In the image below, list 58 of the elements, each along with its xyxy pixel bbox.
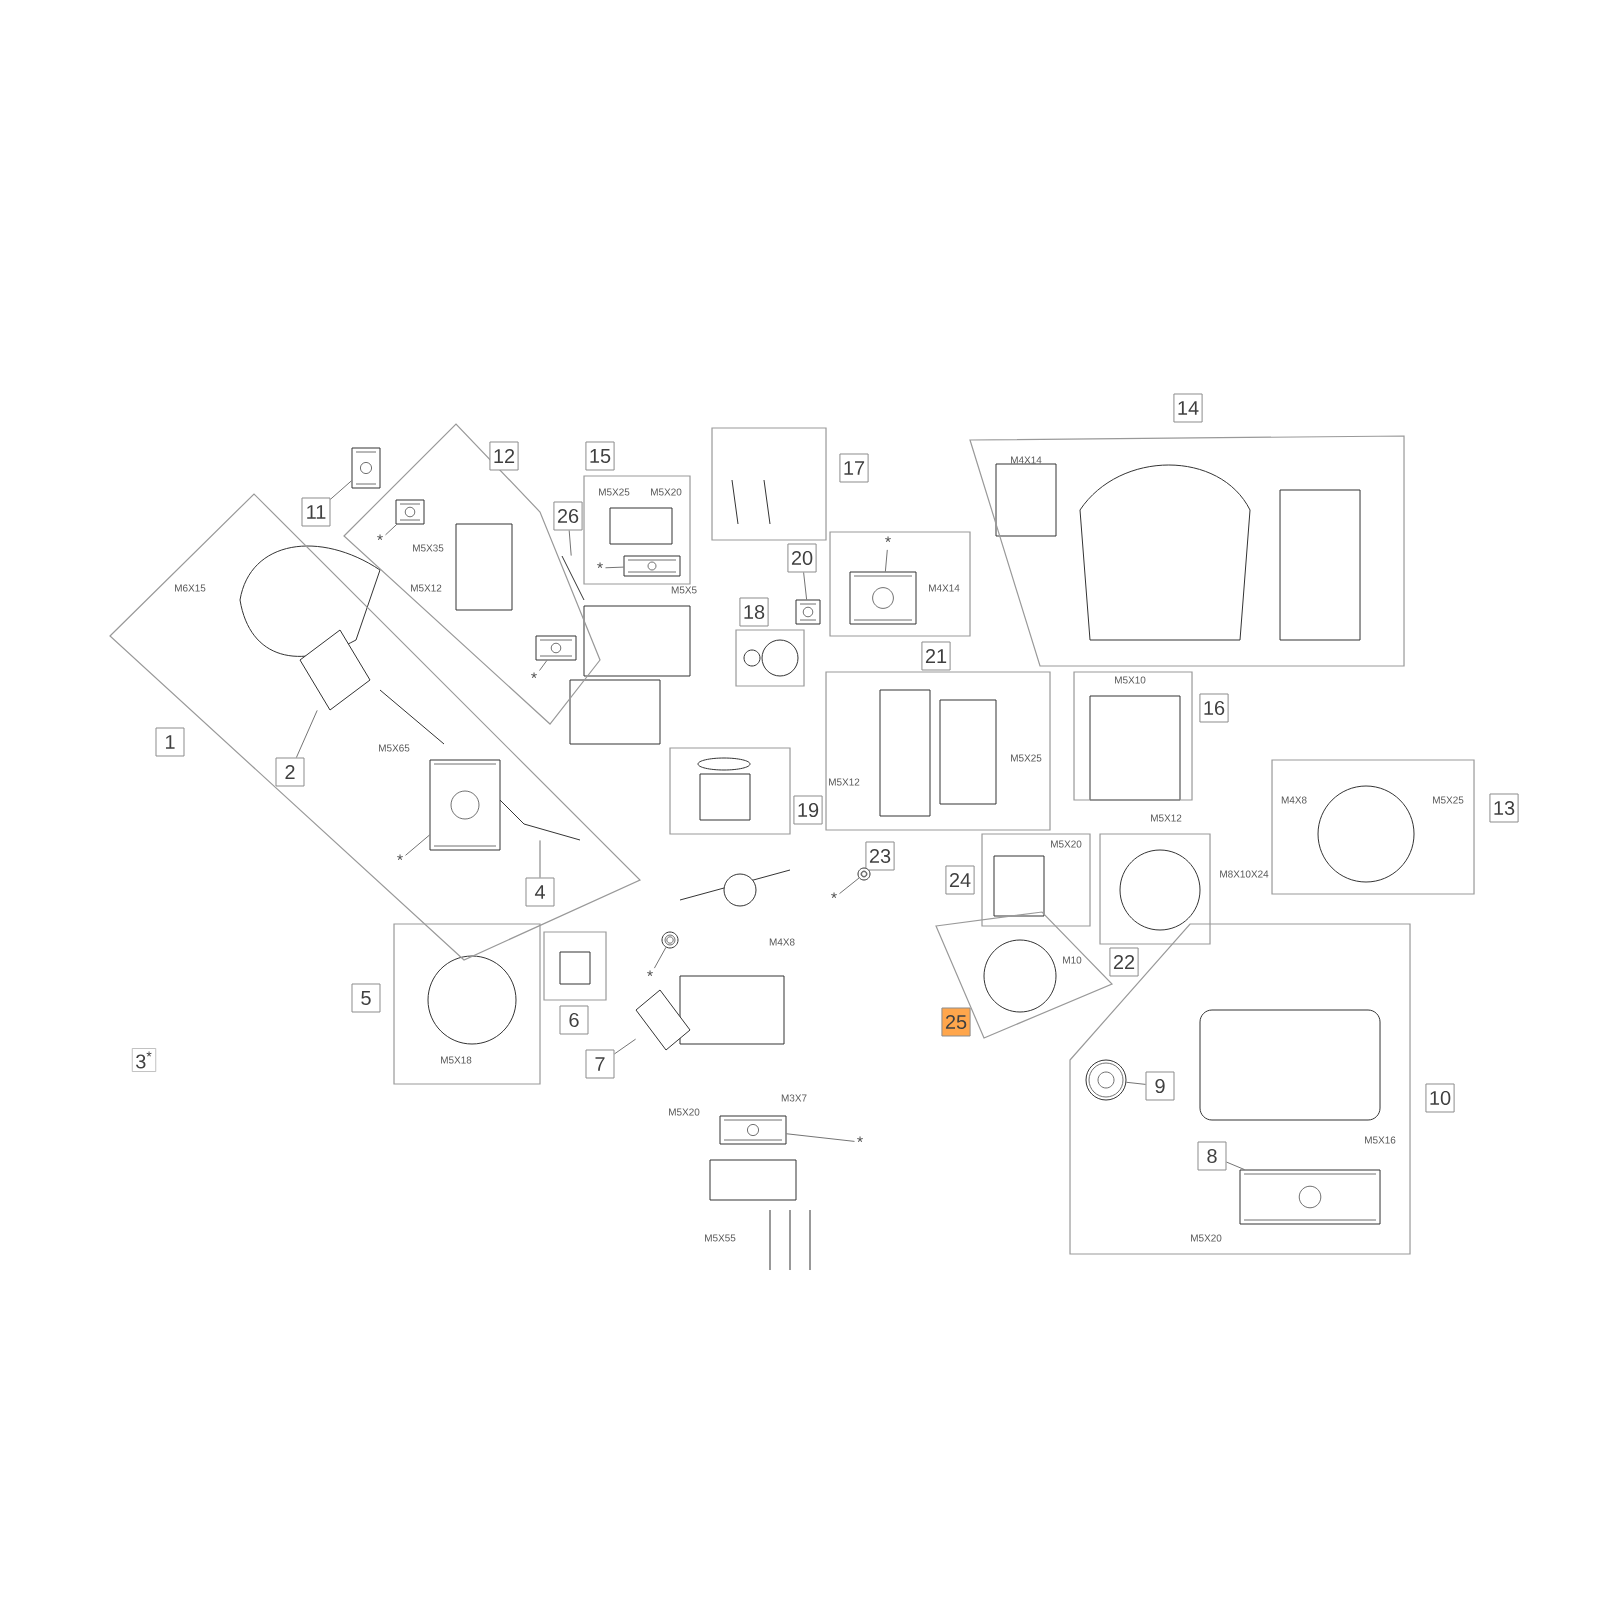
leader-line <box>605 566 625 569</box>
leader-line <box>1125 1081 1146 1085</box>
part-drawing <box>795 599 821 625</box>
callout-number: 26 <box>553 501 583 531</box>
node-label: 10 <box>1430 1090 1451 1106</box>
node-label: 24 <box>949 873 971 887</box>
node-label: 23 <box>869 848 891 864</box>
part-drawing <box>661 931 679 949</box>
part-drawing <box>635 989 691 1051</box>
part-drawing <box>623 555 681 577</box>
leader-line <box>884 549 888 573</box>
callout-number: 7 <box>585 1049 615 1079</box>
node-label: 13 <box>1494 800 1515 816</box>
leader-line <box>568 530 572 557</box>
part-drawing <box>857 867 871 881</box>
callout-number: 3$^{*}$ <box>131 1048 157 1072</box>
callout-number: 2 <box>275 757 305 787</box>
assembly-frame: 19 <box>669 747 823 835</box>
node-label: 22 <box>1113 955 1135 969</box>
leader-line <box>785 1133 855 1142</box>
part-drawing <box>299 629 371 711</box>
part-drawing <box>1085 1059 1127 1101</box>
leader-line <box>803 572 808 601</box>
leader-line <box>330 480 353 500</box>
leader-line <box>839 877 860 895</box>
part-drawing <box>561 555 585 601</box>
callout-number: 11 <box>301 497 331 527</box>
assembly-frame: 6 <box>543 931 607 1035</box>
part-drawing <box>719 1115 787 1145</box>
leader-line <box>405 834 431 856</box>
part-drawing <box>535 635 577 661</box>
node-label: 6 <box>569 1012 579 1028</box>
callout-number: 4 <box>525 877 555 907</box>
part-drawing <box>395 499 425 525</box>
part-drawing <box>499 799 581 841</box>
callout-number: 9 <box>1145 1071 1175 1101</box>
leader-line <box>295 709 318 758</box>
part-drawing <box>351 447 381 489</box>
node-label: 19 <box>798 802 819 818</box>
node-label: 21 <box>925 649 947 663</box>
assembly-frame: 22 <box>1099 833 1211 977</box>
node-label: 17 <box>844 461 865 475</box>
node-label: 5 <box>361 991 371 1005</box>
part-drawing <box>849 571 917 625</box>
callout-number: 8 <box>1197 1141 1227 1171</box>
part-drawing <box>429 759 501 851</box>
node-label: 16 <box>1204 700 1225 716</box>
leader-line <box>539 659 548 671</box>
assembly-frame: 18 <box>735 597 805 687</box>
leader-line <box>385 523 398 536</box>
leader-line <box>539 839 541 878</box>
node-label: 14 <box>1178 401 1199 415</box>
node-label: 18 <box>744 604 765 620</box>
leader-line <box>614 1038 637 1055</box>
leader-line <box>653 946 667 969</box>
part-drawing <box>1239 1169 1381 1225</box>
leader-line <box>1226 1161 1246 1171</box>
callout-number: 20 <box>787 543 817 573</box>
